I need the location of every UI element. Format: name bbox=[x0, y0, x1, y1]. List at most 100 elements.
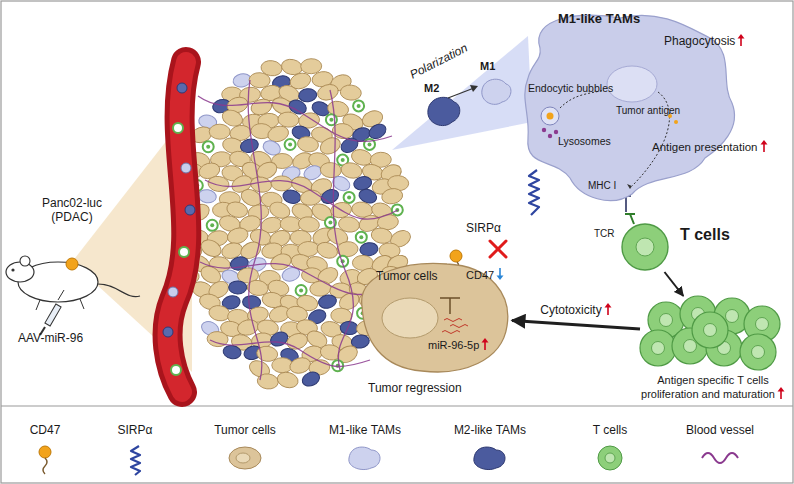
node-text-box: T cells bbox=[680, 226, 730, 244]
lysosome bbox=[554, 130, 558, 134]
t-cell-nucleus bbox=[652, 342, 665, 355]
t-cell-symbol bbox=[598, 446, 622, 470]
blood-vessel-wall bbox=[168, 62, 187, 392]
legend-text: SIRPα bbox=[118, 423, 153, 437]
connector-arrow bbox=[665, 272, 684, 296]
annotation-box: M1 bbox=[480, 60, 495, 73]
t-cell: T cells bbox=[618, 222, 672, 272]
antigen-fragment bbox=[674, 120, 678, 124]
vessel-symbol bbox=[702, 453, 738, 463]
mouse-head bbox=[6, 262, 34, 282]
t-cell-body bbox=[692, 312, 728, 348]
vessel-cells bbox=[163, 83, 195, 375]
node-text-box: miR-96-5p bbox=[428, 338, 489, 352]
legend-text: M2-like TAMs bbox=[454, 423, 526, 437]
m2-macrophage bbox=[229, 281, 247, 294]
circulating-cell bbox=[185, 205, 195, 215]
cd47-symbol bbox=[39, 446, 51, 458]
t-cell-core bbox=[288, 143, 292, 147]
decrease-arrow bbox=[496, 268, 504, 280]
macrophage-body bbox=[525, 15, 735, 200]
blocked-mark bbox=[490, 241, 506, 257]
legend-text: Blood vessel bbox=[686, 423, 754, 437]
annotation-box: Panc02-luc (PDAC) bbox=[32, 197, 112, 225]
node-text-box: Tumor antigen bbox=[616, 105, 680, 117]
legend-text: Tumor cells bbox=[214, 423, 276, 437]
t-cell-body bbox=[640, 330, 676, 366]
node-text-box: Endocytic bubbles bbox=[528, 82, 613, 94]
tumor-cell bbox=[276, 370, 300, 390]
t-cell bbox=[356, 232, 367, 243]
blood-vessel-lumen bbox=[168, 62, 187, 392]
annotation: Panc02-luc (PDAC) bbox=[42, 196, 102, 224]
tumor-cell bbox=[249, 72, 271, 88]
annotation-box: SIRPα bbox=[466, 222, 501, 236]
t-cell-nucleus bbox=[726, 310, 739, 323]
nucleus bbox=[607, 66, 657, 102]
macrophage-symbol bbox=[349, 447, 380, 469]
legend-symbol bbox=[702, 453, 738, 463]
t-cell bbox=[296, 285, 307, 296]
tumor-cell bbox=[320, 162, 342, 179]
legend-entry: SIRPα bbox=[85, 424, 185, 438]
node-text: Antigen specific T cells proliferation a… bbox=[641, 374, 775, 400]
t-cell-body bbox=[740, 334, 776, 370]
t-cell-core bbox=[206, 145, 210, 149]
cross-stroke bbox=[490, 241, 506, 257]
engulfed-antigen bbox=[547, 113, 554, 120]
annotation-box: MHC I bbox=[588, 180, 616, 192]
legend-symbol bbox=[474, 447, 505, 469]
mouse-leg bbox=[80, 299, 84, 309]
m2-macrophage bbox=[300, 370, 322, 389]
node-text: miR-96-5p bbox=[428, 339, 479, 351]
sirpa-receptor bbox=[529, 170, 539, 215]
m2-macrophage bbox=[268, 330, 290, 349]
tumor-cell bbox=[380, 187, 403, 206]
annotation: AAV-miR-96 bbox=[18, 331, 83, 345]
arrow-head bbox=[777, 387, 784, 392]
tumor-cell-symbol bbox=[229, 447, 261, 469]
t-cell-core bbox=[359, 235, 363, 239]
m1-macrophage bbox=[482, 79, 511, 104]
t-cell bbox=[353, 100, 364, 111]
annotation: TCR bbox=[594, 228, 615, 239]
tumor-body bbox=[362, 263, 508, 371]
t-cell-core bbox=[328, 221, 332, 225]
legend-symbol bbox=[349, 447, 380, 469]
legend-entry: Blood vessel bbox=[670, 424, 770, 438]
t-cell-core bbox=[357, 104, 361, 108]
annotation: SIRPα bbox=[466, 221, 501, 235]
node-text: Tumor regression bbox=[368, 381, 462, 395]
syringe-needle bbox=[58, 290, 64, 300]
capillary bbox=[200, 262, 390, 295]
t-cell-cluster-outline bbox=[640, 296, 786, 372]
m2-macrophage bbox=[428, 97, 460, 125]
circulating-cell bbox=[163, 327, 173, 337]
tumor-nucleus bbox=[382, 298, 438, 338]
m1-macrophage bbox=[197, 189, 217, 204]
m2-macrophage bbox=[298, 88, 317, 103]
tumor-cell bbox=[271, 176, 292, 191]
capillary bbox=[210, 340, 370, 367]
m1-macrophage bbox=[280, 265, 301, 283]
increase-arrow bbox=[777, 387, 785, 399]
connector-arrow bbox=[512, 320, 640, 329]
tumor-cell bbox=[296, 135, 319, 153]
increase-arrow bbox=[604, 303, 612, 315]
tumor-cell bbox=[277, 111, 299, 127]
t-cell-cluster: Antigen specific T cells proliferation a… bbox=[640, 296, 786, 372]
t-cell-core bbox=[329, 118, 333, 122]
endocytic-bubble bbox=[541, 107, 559, 125]
t-cell-core bbox=[368, 142, 372, 146]
arrow-head bbox=[604, 303, 611, 308]
capillary bbox=[198, 96, 392, 142]
annotation: Polarization bbox=[408, 41, 470, 82]
t-cell bbox=[344, 192, 355, 203]
annotation-box: AAV-miR-96 bbox=[18, 332, 83, 346]
macrophage-symbol bbox=[474, 447, 505, 469]
circulating-cell bbox=[168, 287, 178, 297]
legend-text: T cells bbox=[593, 423, 627, 437]
